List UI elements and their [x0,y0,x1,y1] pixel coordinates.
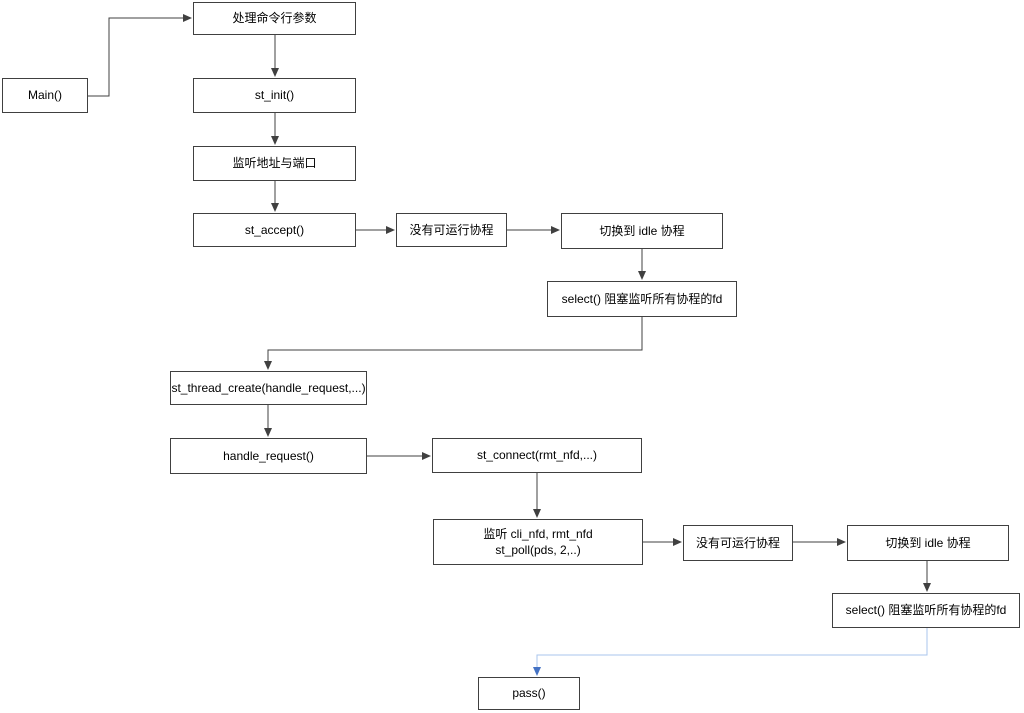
node-no-runnable-1: 没有可运行协程 [396,213,507,247]
node-listen-fds-label-line2: st_poll(pds, 2,..) [495,543,581,557]
node-main-label: Main() [27,88,62,103]
node-select-block-1: select() 阻塞监听所有协程的fd [547,281,737,317]
node-st-accept: st_accept() [193,213,356,247]
node-listen-fds-label-line1: 监听 cli_nfd, rmt_nfd [483,526,593,541]
node-switch-idle-2-label: 切换到 idle 协程 [885,535,971,550]
node-process-args-label: 处理命令行参数 [232,11,317,26]
edge-select-2-to-pass [533,628,928,676]
node-switch-idle-2: 切换到 idle 协程 [847,525,1009,561]
node-st-init-label: st_init() [254,88,295,103]
node-listen-addr-label: 监听地址与端口 [232,156,317,171]
node-listen-addr: 监听地址与端口 [193,146,356,181]
node-no-runnable-1-label: 没有可运行协程 [409,222,494,237]
node-st-accept-label: st_accept() [244,222,305,237]
node-no-runnable-2-label: 没有可运行协程 [695,535,780,550]
node-st-connect: st_connect(rmt_nfd,...) [432,438,642,473]
node-main: Main() [2,78,88,113]
node-st-init: st_init() [193,78,356,113]
edge-select-1-to-st-thread-create [264,317,643,370]
node-handle-request: handle_request() [170,438,367,474]
node-switch-idle-1: 切换到 idle 协程 [561,213,723,249]
node-pass-label: pass() [512,686,546,701]
node-no-runnable-2: 没有可运行协程 [683,525,793,561]
node-select-block-2-label: select() 阻塞监听所有协程的fd [845,603,1007,618]
node-st-thread-create: st_thread_create(handle_request,...) [170,371,367,405]
node-select-block-2: select() 阻塞监听所有协程的fd [832,593,1020,628]
node-listen-fds: 监听 cli_nfd, rmt_nfd st_poll(pds, 2,..) [433,519,643,565]
node-select-block-1-label: select() 阻塞监听所有协程的fd [561,291,723,306]
node-handle-request-label: handle_request() [223,448,314,463]
edge-main-to-process-args [88,14,192,97]
node-pass: pass() [478,677,580,710]
node-process-args: 处理命令行参数 [193,2,356,35]
node-st-connect-label: st_connect(rmt_nfd,...) [476,448,598,463]
node-switch-idle-1-label: 切换到 idle 协程 [599,223,685,238]
node-st-thread-create-label: st_thread_create(handle_request,...) [171,380,366,395]
